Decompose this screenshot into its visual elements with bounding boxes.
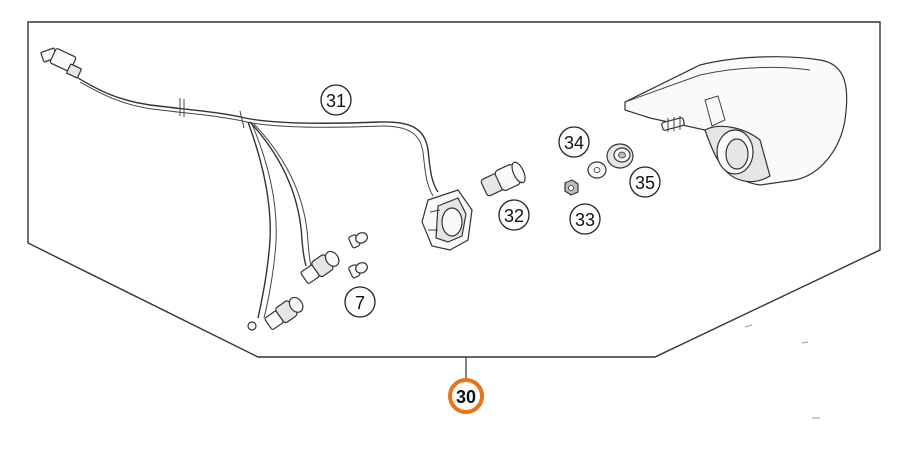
callout-31: 31	[320, 84, 352, 116]
nut-33	[564, 179, 579, 196]
tail-light-housing	[624, 56, 848, 186]
callout-34-label: 34	[564, 133, 584, 153]
callout-35: 35	[629, 166, 661, 198]
callout-7: 7	[344, 286, 376, 318]
callout-32: 32	[498, 199, 530, 231]
callout-30[interactable]: 30	[448, 378, 484, 414]
small-bulbs	[348, 232, 368, 279]
callout-30-ring	[448, 378, 484, 414]
bulb-32	[480, 161, 526, 197]
lamp-holder	[421, 189, 473, 251]
washer-34	[587, 161, 607, 179]
assembly-outline	[27, 21, 881, 358]
callout-7-label: 7	[355, 293, 365, 313]
callout-30-label: 30	[456, 387, 476, 407]
callout-33-label: 33	[575, 210, 595, 230]
grommet-35	[606, 143, 634, 169]
callout-35-label: 35	[635, 173, 655, 193]
callout-32-label: 32	[504, 206, 524, 226]
faint-marks	[744, 324, 820, 419]
wiring-harness	[40, 47, 473, 331]
callout-34: 34	[558, 126, 590, 158]
callout-33: 33	[569, 203, 601, 235]
callout-31-label: 31	[326, 91, 346, 111]
